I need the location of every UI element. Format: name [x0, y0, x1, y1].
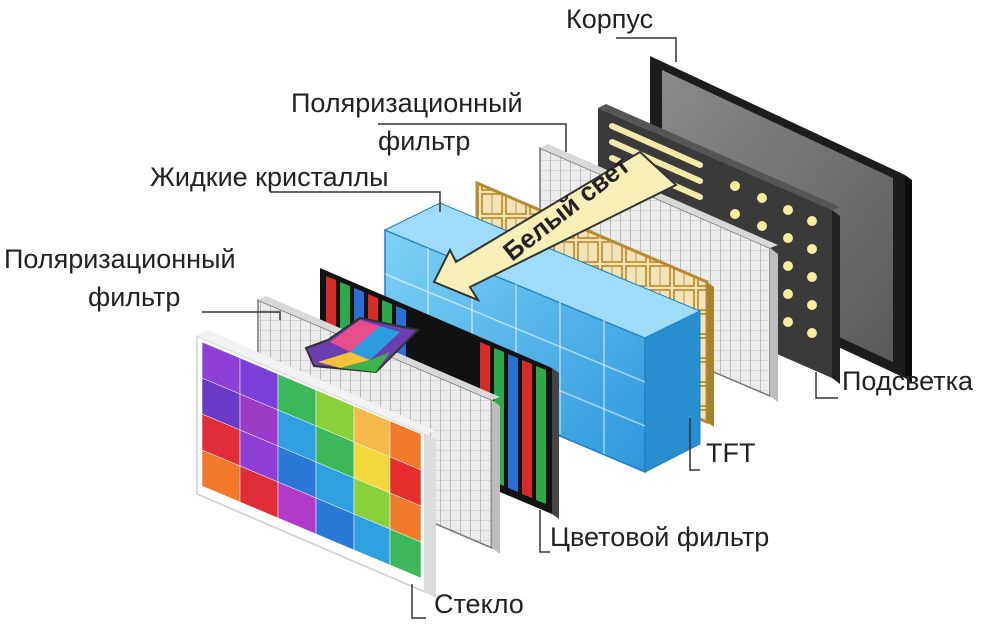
- glass-color-tiles: [201, 341, 422, 579]
- label-liquid-crystals: Жидкие кристаллы: [150, 162, 389, 192]
- label-housing: Корпус: [566, 4, 654, 34]
- leader-liquid-crystals: [270, 191, 441, 212]
- label-back-polarizer-line1: Поляризационный: [291, 88, 523, 118]
- label-glass: Стекло: [434, 589, 524, 619]
- leader-color-filter: [539, 510, 550, 553]
- label-front-polarizer-line2: фильтр: [88, 282, 181, 312]
- glass-layer: [196, 330, 436, 598]
- label-tft: TFT: [706, 438, 756, 468]
- label-front-polarizer-line1: Поляризационный: [4, 244, 236, 274]
- leader-tft: [689, 418, 700, 471]
- label-backlight: Подсветка: [842, 366, 974, 396]
- leader-backlight: [815, 372, 838, 399]
- leader-front-polarizer: [202, 311, 281, 320]
- leader-housing: [616, 37, 677, 62]
- label-back-polarizer-line2: фильтр: [378, 126, 471, 156]
- leader-lines: [202, 37, 838, 619]
- leader-glass: [411, 584, 426, 619]
- leader-back-polarizer: [378, 123, 567, 152]
- colored-light-arrow: [304, 316, 421, 374]
- label-color-filter: Цветовой фильтр: [550, 522, 770, 552]
